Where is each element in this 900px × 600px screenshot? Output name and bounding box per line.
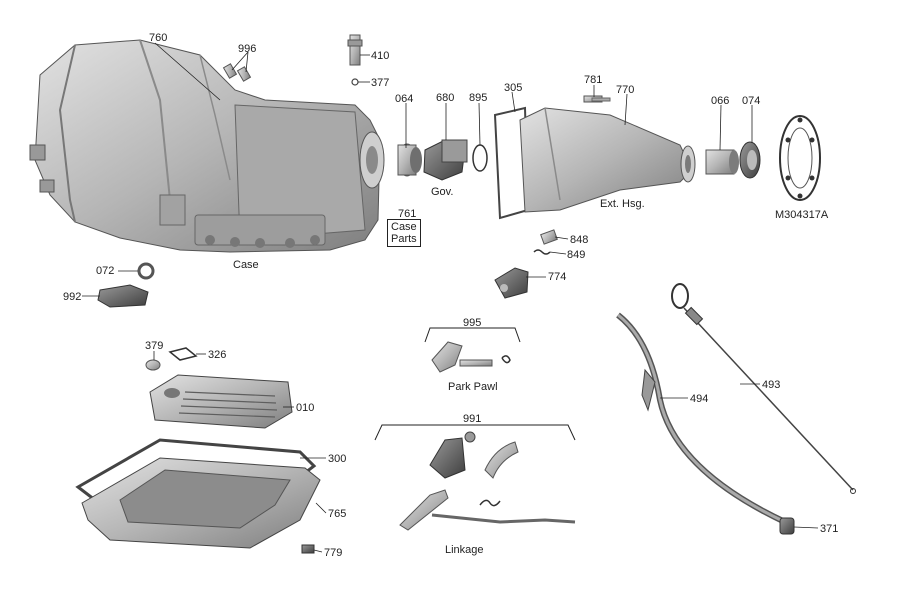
part-label-326: 326 [208, 349, 227, 361]
part-label-895: 895 [469, 92, 488, 104]
seal-074-image [739, 141, 761, 179]
part-label-992: 992 [63, 291, 82, 303]
case-parts-line-1: Case [391, 221, 417, 233]
dipstick-tube-494-image [616, 312, 787, 525]
part-label-680: 680 [436, 92, 455, 104]
washer-072-image [137, 262, 155, 280]
part-label-m304317a: M304317A [775, 209, 829, 221]
part-label-995: 995 [463, 317, 482, 329]
part-label-760: 760 [149, 32, 168, 44]
part-label-849: 849 [567, 249, 586, 261]
part-label-761: 761 [398, 208, 417, 220]
valve-410-image [347, 34, 363, 86]
part-label-781: 781 [584, 74, 603, 86]
sensor-992-image [97, 284, 149, 308]
ring-064-image [397, 143, 422, 177]
part-label-066: 066 [711, 95, 730, 107]
bushing-066-image [705, 149, 739, 175]
part-label-779: 779 [324, 547, 343, 559]
clip-849-image [533, 249, 551, 255]
part-label-996: 996 [238, 43, 257, 55]
part-label-300: 300 [328, 453, 347, 465]
plug-379-image [145, 359, 161, 371]
plug-848-image [540, 229, 558, 245]
part-label-765: 765 [328, 508, 347, 520]
part-label-774: 774 [548, 271, 567, 283]
governor-680-image [423, 139, 468, 181]
part-label-848: 848 [570, 234, 589, 246]
part-label-371: 371 [820, 523, 839, 535]
part-label-010: 010 [296, 402, 315, 414]
dipstick-493-image [671, 283, 856, 494]
part-label-991: 991 [463, 413, 482, 425]
part-label-493: 493 [762, 379, 781, 391]
extension-housing-770-image [519, 107, 696, 213]
part-label-410: 410 [371, 50, 390, 62]
gasket-m304317a-image [779, 115, 821, 201]
park-pawl-995-image [424, 327, 521, 373]
leader-lines [82, 42, 819, 553]
filter-010-image [149, 374, 293, 429]
snap-ring-895-image [472, 144, 488, 172]
part-label-064: 064 [395, 93, 414, 105]
fittings-996-image [222, 63, 252, 82]
caption-linkage: Linkage [445, 544, 484, 556]
gasket-326-image [168, 347, 198, 361]
oil-pan-765-image [81, 457, 321, 549]
case-parts-box: Case Parts [387, 219, 421, 247]
linkage-991-image [374, 424, 576, 531]
sensor-774-image [494, 267, 529, 299]
transmission-case-image [29, 39, 385, 253]
caption-park-pawl: Park Pawl [448, 381, 498, 393]
bolt-781-image [583, 95, 611, 103]
part-label-494: 494 [690, 393, 709, 405]
part-label-305: 305 [504, 82, 523, 94]
part-label-379: 379 [145, 340, 164, 352]
part-label-770: 770 [616, 84, 635, 96]
bolt-779-image [301, 544, 315, 554]
case-parts-line-2: Parts [391, 233, 417, 245]
part-label-074: 074 [742, 95, 761, 107]
caption-governor: Gov. [431, 186, 454, 198]
cap-371-image [779, 517, 795, 535]
part-label-072: 072 [96, 265, 115, 277]
part-label-377: 377 [371, 77, 390, 89]
caption-extension-housing: Ext. Hsg. [600, 198, 645, 210]
caption-case: Case [233, 259, 259, 271]
